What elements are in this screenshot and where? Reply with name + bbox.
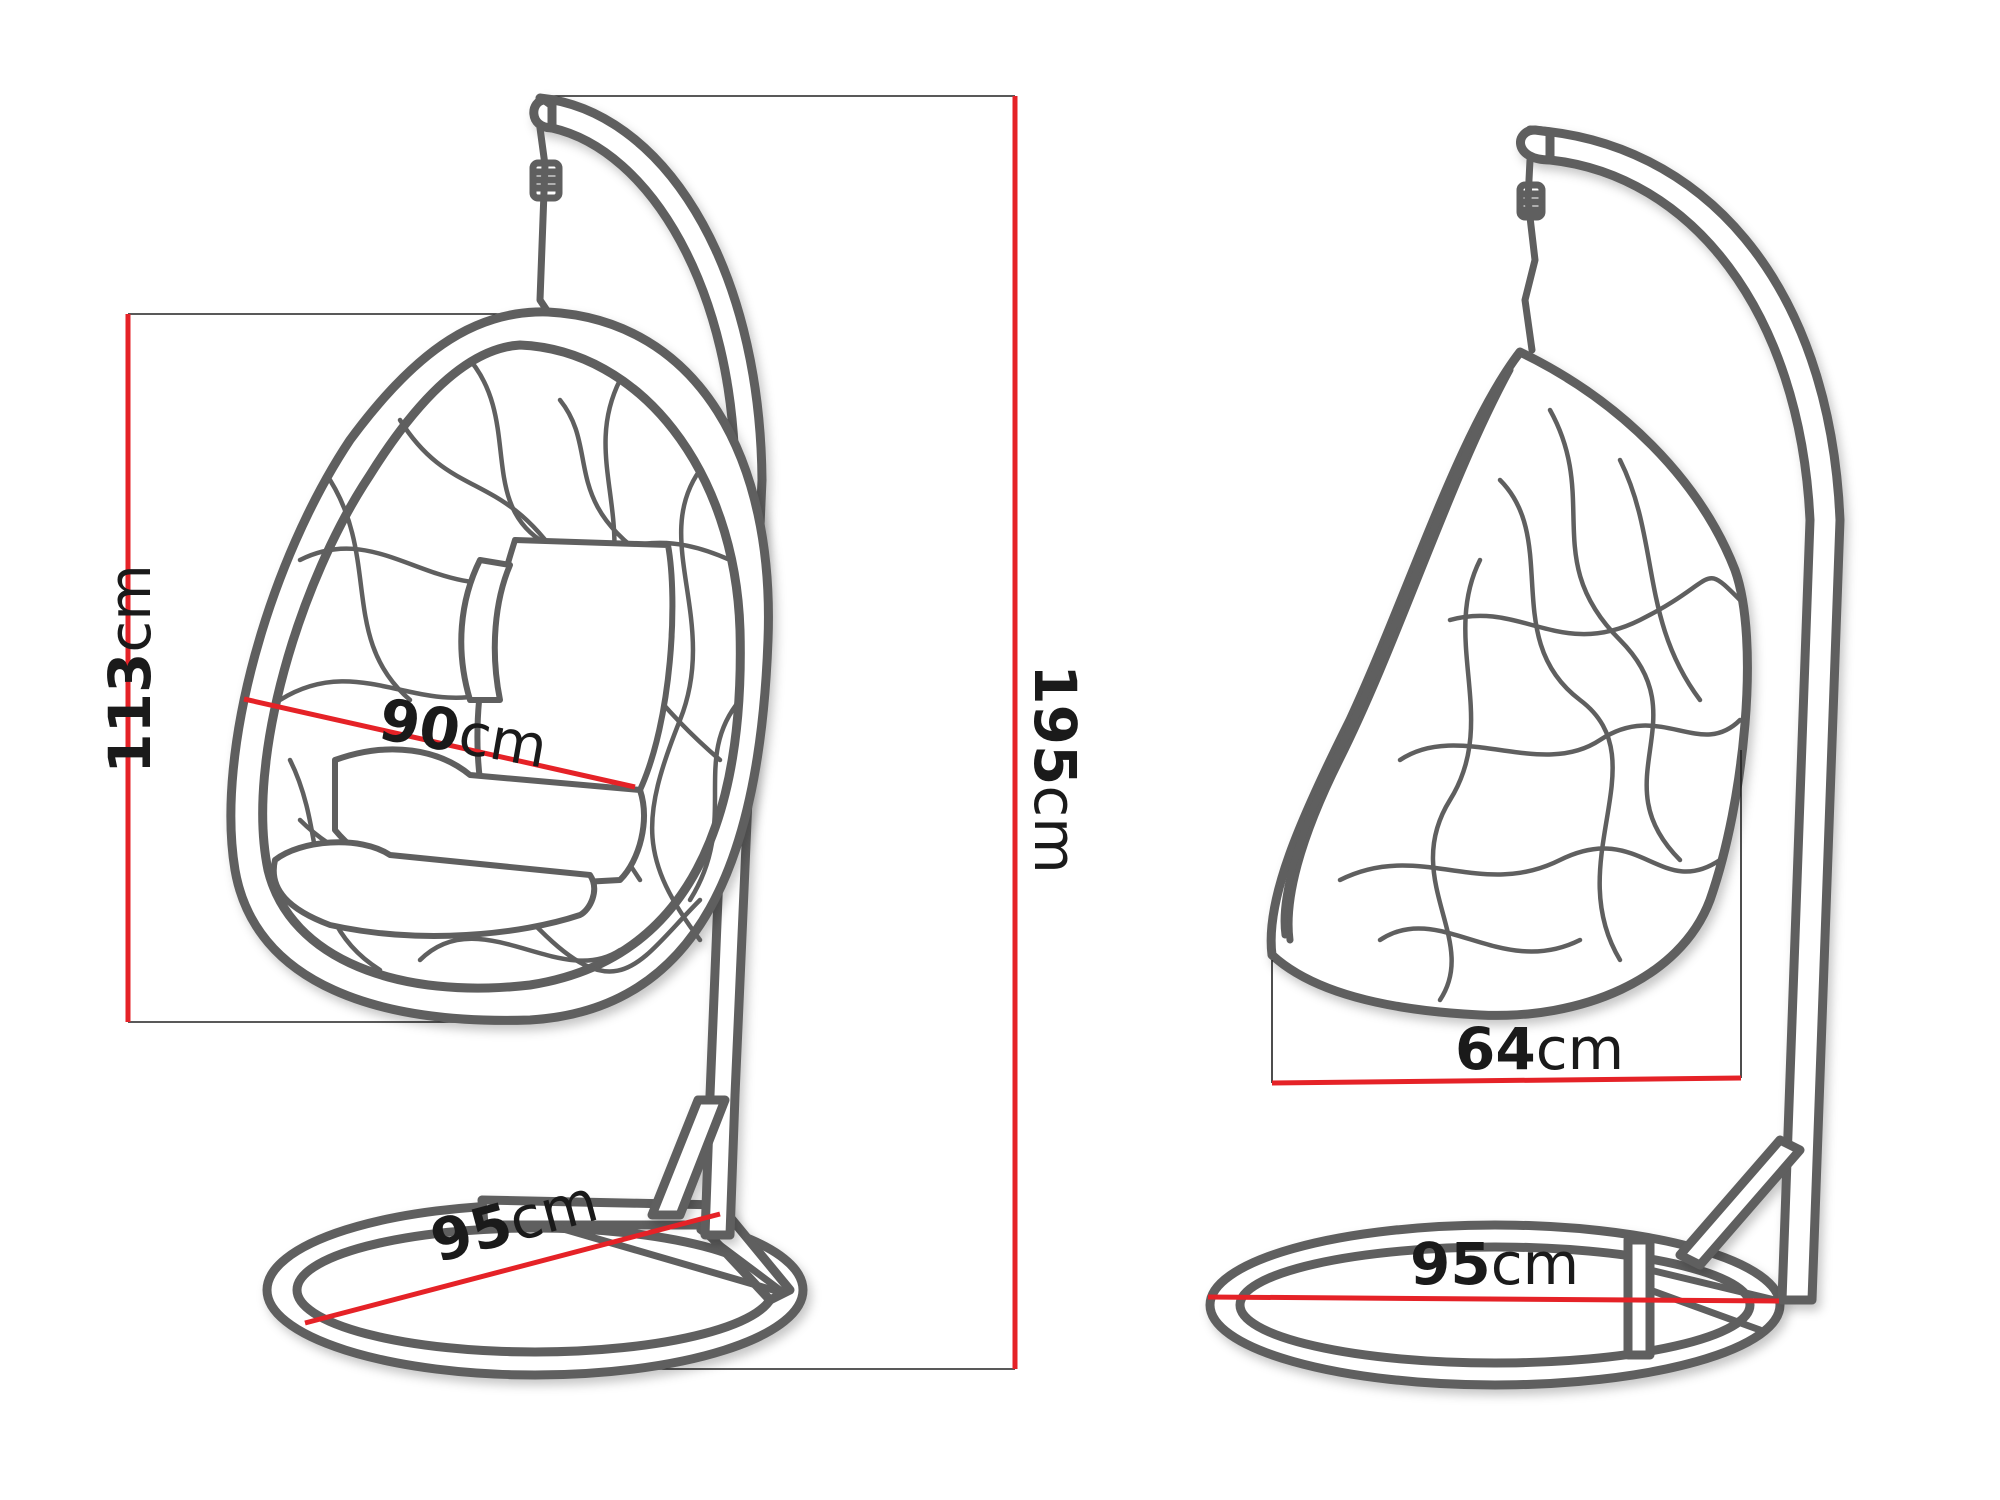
- side-base-ring: [1205, 1220, 1785, 1390]
- label-seat-width-value: 90: [374, 685, 466, 767]
- label-seat-height-unit: cm: [96, 564, 164, 653]
- dim-line-64: [1271, 1075, 1742, 1086]
- side-weave: [1337, 407, 1743, 1003]
- front-chain: [529, 124, 563, 316]
- side-egg-basket: [1266, 347, 1752, 1020]
- front-cushion: [270, 537, 676, 939]
- side-view-chair: [1205, 125, 1845, 1390]
- dim-line-95-side: [1207, 1294, 1780, 1304]
- label-seat-depth-value: 64: [1455, 1015, 1536, 1083]
- front-egg-basket: [226, 307, 773, 1025]
- label-seat-depth-unit: cm: [1535, 1015, 1625, 1083]
- side-stand-pole: [1516, 125, 1845, 1305]
- label-seat-height-value: 113: [96, 652, 164, 774]
- label-total-height-value: 195: [1021, 664, 1089, 786]
- label-total-height-unit: cm: [1021, 785, 1089, 874]
- label-base-diameter-side: 95cm: [1410, 1235, 1579, 1293]
- label-base-diameter-side-value: 95: [1410, 1230, 1491, 1298]
- side-chain: [1516, 156, 1546, 354]
- dim-line-95-front: [304, 1211, 721, 1326]
- front-view-chair: [125, 93, 1018, 1380]
- label-seat-height: 113cm: [96, 559, 164, 779]
- dim-line-90: [243, 696, 636, 790]
- label-seat-depth: 64cm: [1455, 1020, 1624, 1078]
- label-base-diameter-side-unit: cm: [1490, 1230, 1580, 1298]
- front-base-ring: [262, 1195, 808, 1380]
- front-stand-pole: [529, 93, 767, 1240]
- label-total-height: 195cm: [1021, 659, 1089, 879]
